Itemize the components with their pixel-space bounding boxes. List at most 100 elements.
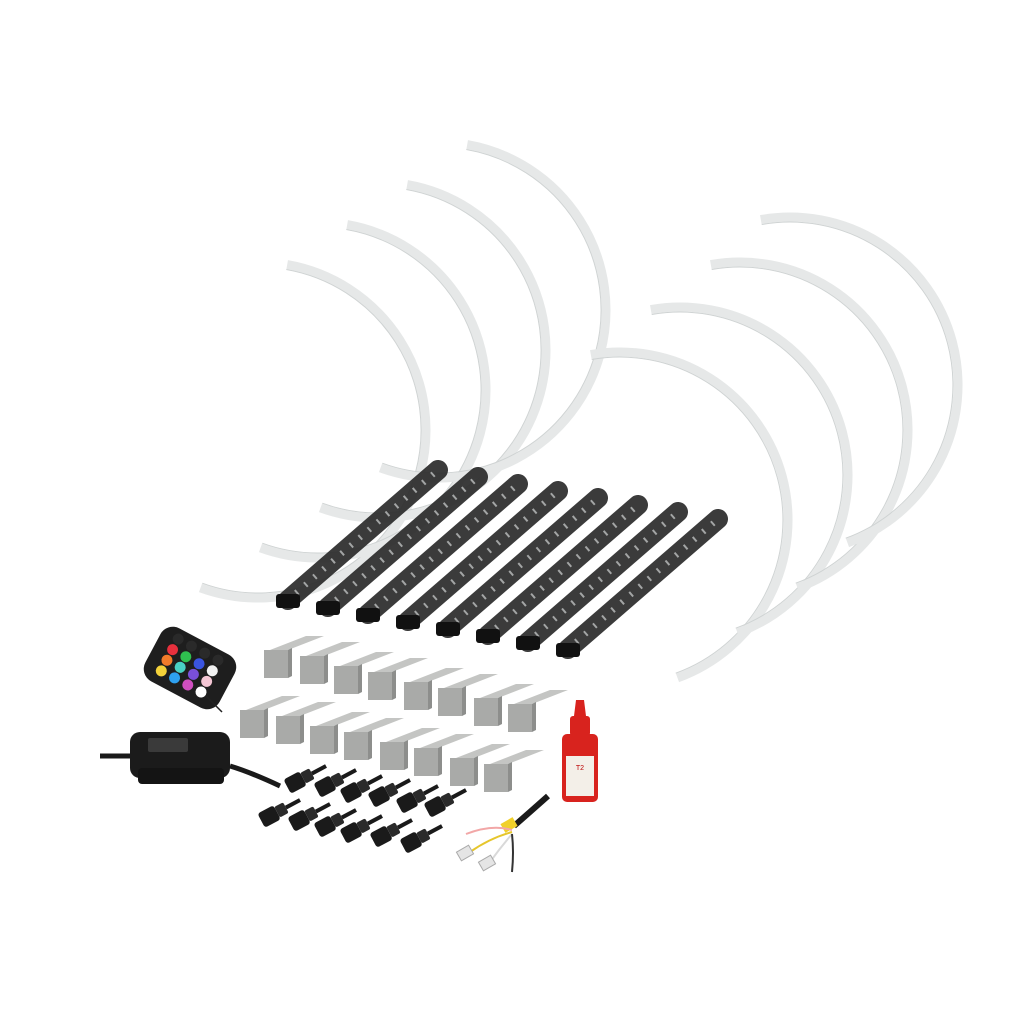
mounting-bracket [300,642,360,684]
waterproof-connector [424,788,467,817]
controller-cable-right [229,763,282,789]
bracket-face [508,704,532,732]
bracket-arm [282,702,336,716]
led-strip [276,460,448,610]
waterproof-connector [370,818,413,847]
bracket-side [324,654,328,684]
bracket-side [392,670,396,700]
remote-body [143,626,237,710]
bracket-side [358,664,362,694]
remote-button [182,679,194,691]
connector-cable [366,774,383,786]
connector-cable [394,778,411,790]
connector-cable [366,814,383,826]
connector-cable [340,808,357,820]
bracket-face [414,748,438,776]
led-strip [436,488,608,638]
connector-cable [310,764,327,776]
connector-group [258,764,467,853]
wheel-ring-right [710,257,913,593]
bracket-side [508,762,512,792]
led-strip-body [318,467,488,617]
bottle-cap [570,716,590,736]
wheel-ring-right [590,347,793,683]
mounting-bracket [264,636,324,678]
waterproof-connector [368,778,411,807]
mounting-bracket-group [240,636,568,792]
remote-button [195,686,207,698]
connector-nut [274,802,289,817]
bracket-arm [480,684,534,698]
led-strip-body [558,509,728,659]
led-strip-chips [454,495,600,624]
mounting-bracket [344,718,404,760]
connector-head [314,776,336,797]
led-strip [396,481,568,631]
threadlocker-bottle: T2 [562,700,598,802]
waterproof-connector [340,774,383,803]
connector-cable [284,798,301,810]
wheel-ring-right [650,302,853,638]
remote-button [180,651,192,663]
bracket-arm [246,696,300,710]
bracket-face [276,716,300,744]
bottle-nozzle [574,700,586,716]
bracket-arm [444,674,498,688]
led-strip-end-cap [556,643,580,657]
wire-harness [455,793,550,873]
led-strip-body [398,481,568,631]
led-strip-end-cap [436,622,460,636]
led-strip-body [438,488,608,638]
remote-button-grid [155,633,224,698]
remote-button [212,654,224,666]
led-strip-body [518,502,688,652]
bracket-arm [420,734,474,748]
bracket-side [264,708,268,738]
waterproof-connector [284,764,327,793]
led-strip-end-cap [476,629,500,643]
bracket-arm [410,668,464,682]
bracket-arm [340,652,394,666]
controller-box [100,732,282,789]
bracket-face [484,764,508,792]
waterproof-connector [396,784,439,813]
remote-lanyard [205,695,223,713]
connector-head [284,772,306,793]
led-strip-chips [294,467,440,596]
remote-button [187,668,199,680]
wire-pink [465,826,513,835]
bracket-face [474,698,498,726]
wheel-ring-group-right [590,212,963,683]
led-strip [316,467,488,617]
bottle-label-text: T2 [576,765,584,772]
remote-button [206,665,218,677]
bracket-side [288,648,292,678]
bracket-side [474,756,478,786]
connector-head [340,782,362,803]
bracket-face [438,688,462,716]
bracket-side [334,724,338,754]
wheel-ring-right [760,212,963,548]
connector-nut [330,812,345,827]
mounting-bracket [334,652,394,694]
wheel-ring-right-edge [591,356,784,674]
spade-terminal-2 [477,854,497,872]
bracket-side [428,680,432,710]
connector-head [314,816,336,837]
bracket-face [404,682,428,710]
connector-head [288,810,310,831]
waterproof-connector [400,824,443,853]
connector-nut [386,822,401,837]
led-strip-end-cap [516,636,540,650]
connector-head [400,832,422,853]
spade-terminal-1 [455,844,475,862]
bracket-face [240,710,264,738]
led-strip-chips [414,488,560,617]
wheel-ring-right-edge [761,221,954,539]
led-strip-chips [574,516,720,645]
bracket-face [334,666,358,694]
connector-nut [356,818,371,833]
bracket-side [404,740,408,770]
waterproof-connector [258,798,301,827]
